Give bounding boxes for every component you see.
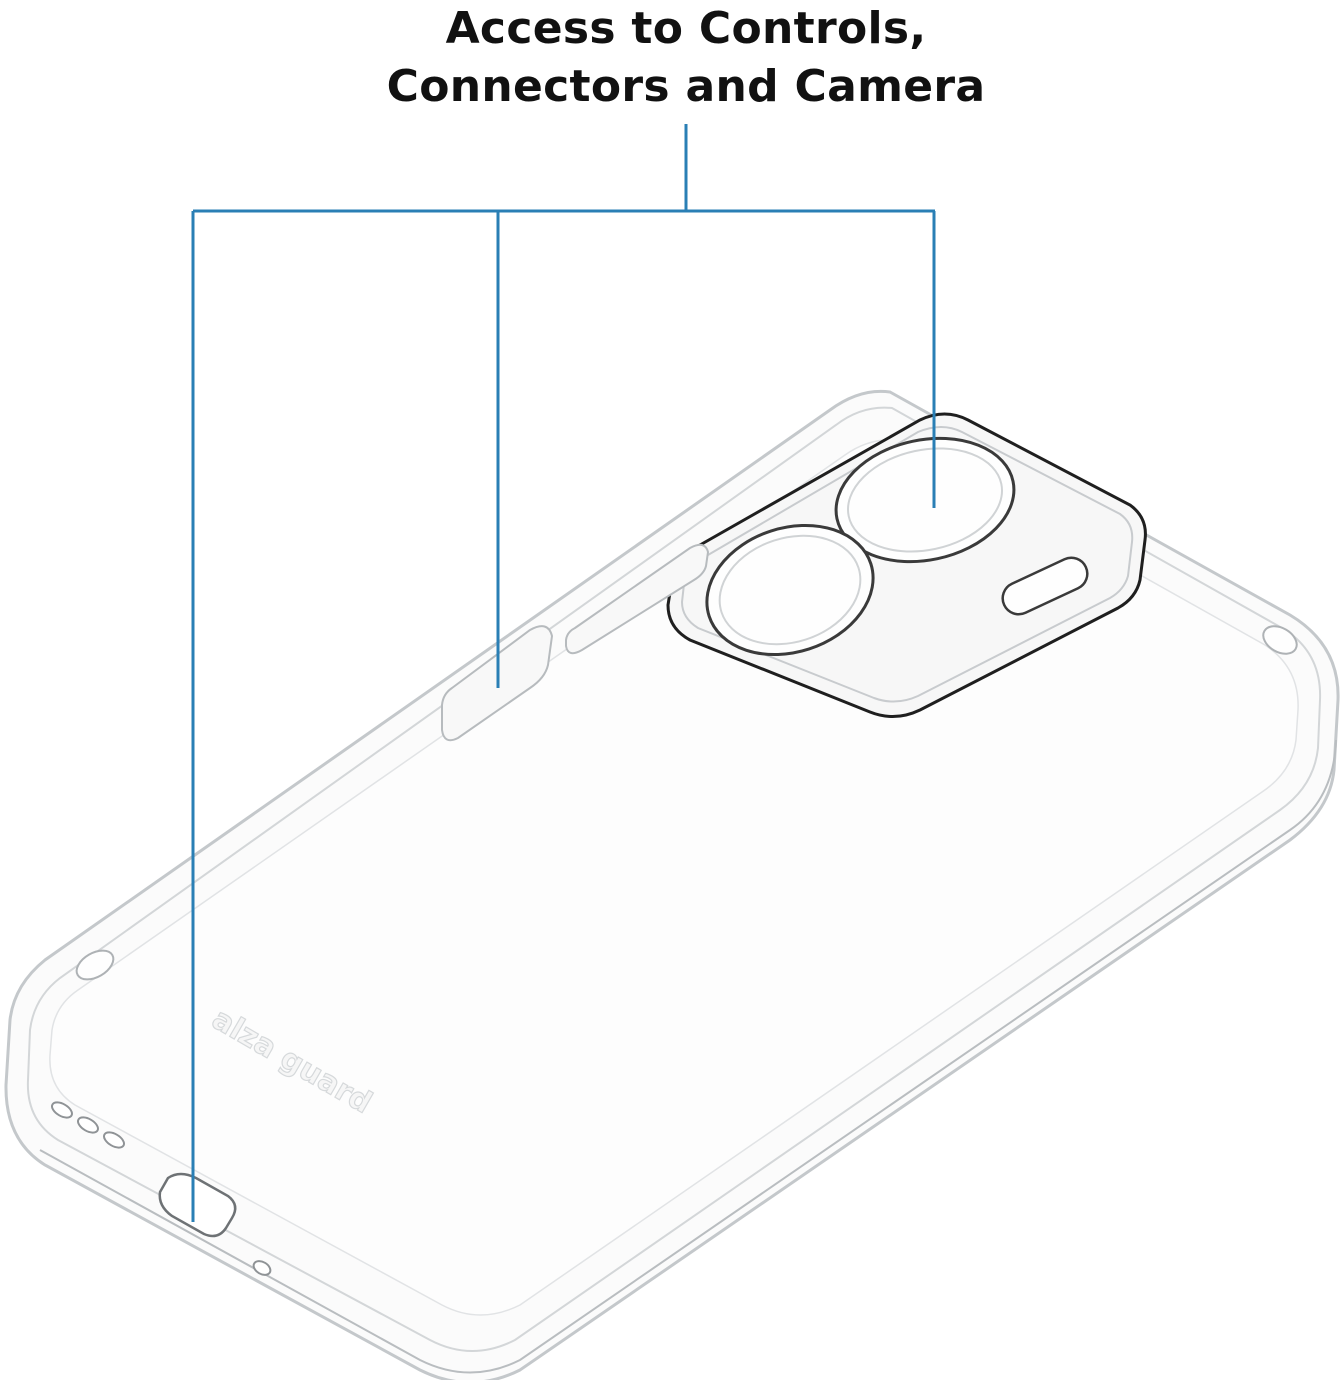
callout-lines bbox=[191, 124, 936, 1222]
speaker-grille bbox=[51, 1101, 125, 1149]
volume-button-cutout bbox=[565, 543, 710, 655]
left-edge-cutout bbox=[75, 949, 115, 981]
flash-cutout bbox=[1001, 556, 1089, 616]
usb-port-cutout bbox=[158, 1172, 237, 1238]
headline: Access to Controls, Connectors and Camer… bbox=[0, 0, 1342, 116]
camera-lens-main-ring bbox=[834, 436, 1016, 564]
camera-lens-secondary-inner bbox=[718, 534, 862, 646]
microphone-cutout bbox=[252, 1260, 272, 1276]
case-side-edge bbox=[39, 739, 1337, 1374]
case-inner-rim bbox=[26, 406, 1322, 1352]
camera-module-inner-rim bbox=[680, 426, 1134, 703]
camera-lens-secondary-ring bbox=[705, 523, 875, 657]
headline-line-2: Connectors and Camera bbox=[386, 61, 986, 112]
top-corner-cutout bbox=[1262, 625, 1298, 655]
camera-lens-main-inner bbox=[846, 447, 1004, 553]
headline-line-1: Access to Controls, bbox=[445, 3, 927, 54]
